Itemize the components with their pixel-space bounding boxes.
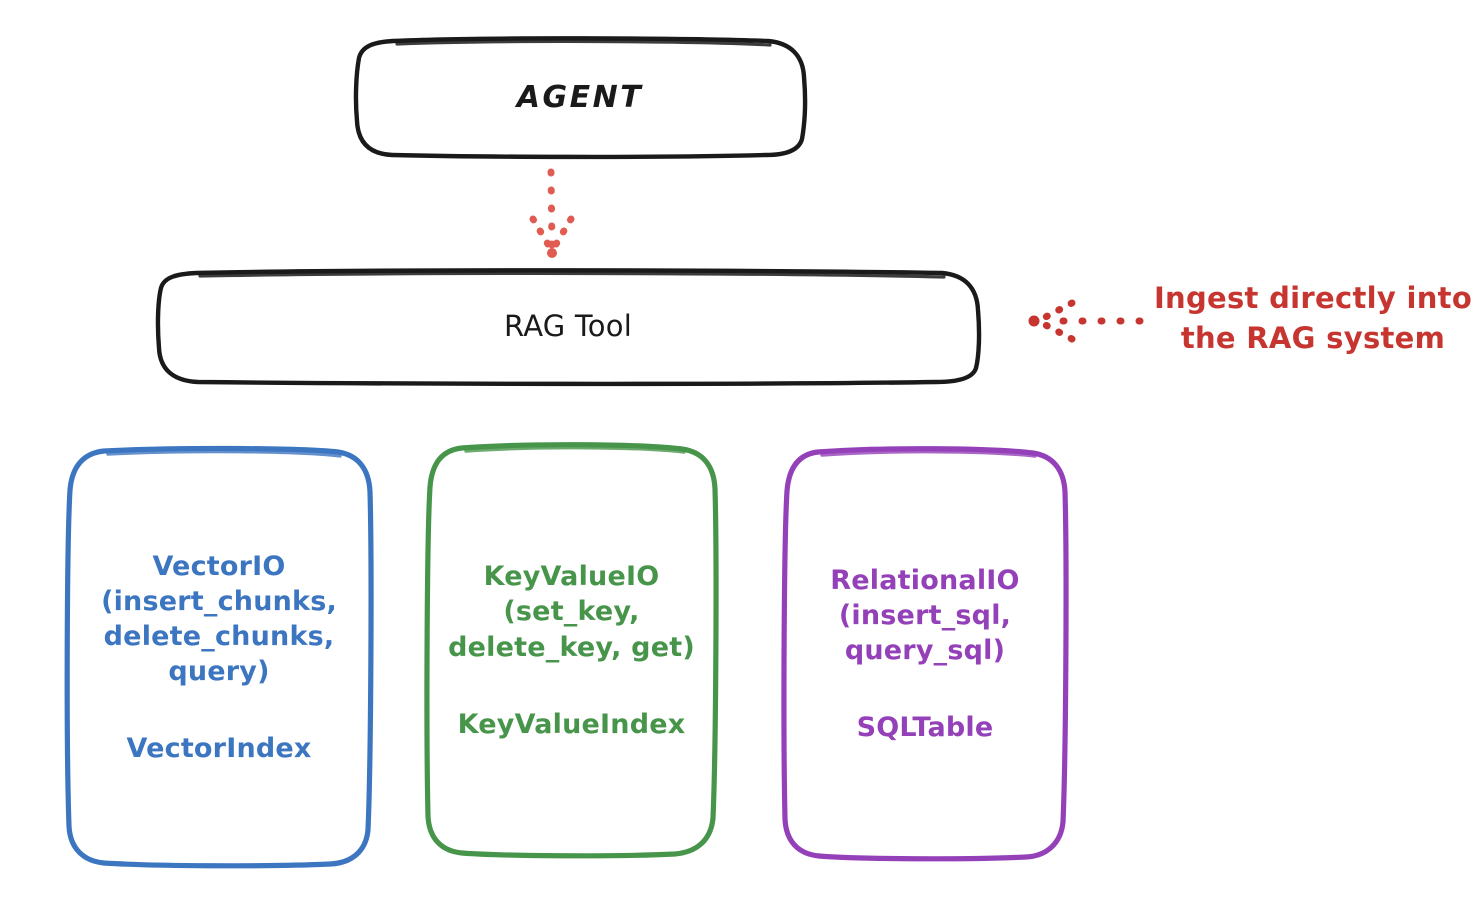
ingest-arrowhead-bottom <box>1034 317 1076 343</box>
rag-tool-box-outline-overdraw <box>198 271 946 279</box>
relational-io-box-outline <box>781 446 1069 862</box>
agent-to-rag-tool-arrow-tip <box>547 248 557 258</box>
rag-tool-box[interactable] <box>155 268 982 387</box>
vector-io-box-outline <box>64 445 374 869</box>
keyvalue-io-box-outline <box>424 442 719 859</box>
agent-box-label: AGENT <box>516 80 644 115</box>
vector-io-box-outline-overdraw <box>106 449 342 458</box>
vector-io-box[interactable] <box>64 445 374 869</box>
ingest-arrow-tip <box>1028 315 1040 327</box>
relational-io-title: RelationalIO (insert_sql, query_sql) <box>830 564 1020 667</box>
agent-box[interactable] <box>353 36 808 160</box>
relational-io-box-label: RelationalIO (insert_sql, query_sql) SQL… <box>785 450 1065 858</box>
ingest-arrowhead-top <box>1034 299 1076 325</box>
relational-io-box[interactable] <box>781 446 1069 862</box>
keyvalue-io-box-outline-overdraw <box>464 446 686 454</box>
keyvalue-io-box[interactable] <box>424 442 719 859</box>
rag-tool-box-outline <box>155 268 982 387</box>
agent-to-rag-tool-arrowhead-left <box>529 215 556 255</box>
ingest-annotation-text: Ingest directly into the RAG system <box>1153 281 1473 356</box>
relational-io-box-outline-overdraw <box>820 450 1037 458</box>
agent-box-outline <box>353 36 808 160</box>
agent-box-outline-overdraw <box>395 39 772 47</box>
keyvalue-io-box-label: KeyValueIO (set_key, delete_key, get) Ke… <box>428 446 715 855</box>
vector-io-title: VectorIO (insert_chunks, delete_chunks, … <box>101 550 337 688</box>
agent-to-rag-tool-arrow-line <box>547 168 556 252</box>
vector-io-box-label: VectorIO (insert_chunks, delete_chunks, … <box>68 450 370 865</box>
ingest-arrow <box>1028 299 1144 343</box>
rag-tool-box-label: RAG Tool <box>504 309 632 344</box>
agent-to-rag-tool-arrow <box>529 168 575 258</box>
relational-io-subtitle: SQLTable <box>856 712 994 744</box>
vector-io-subtitle: VectorIndex <box>126 733 312 765</box>
agent-to-rag-tool-arrowhead-right <box>548 215 575 255</box>
keyvalue-io-title: KeyValueIO (set_key, delete_key, get) <box>448 561 695 663</box>
keyvalue-io-subtitle: KeyValueIndex <box>457 708 686 740</box>
